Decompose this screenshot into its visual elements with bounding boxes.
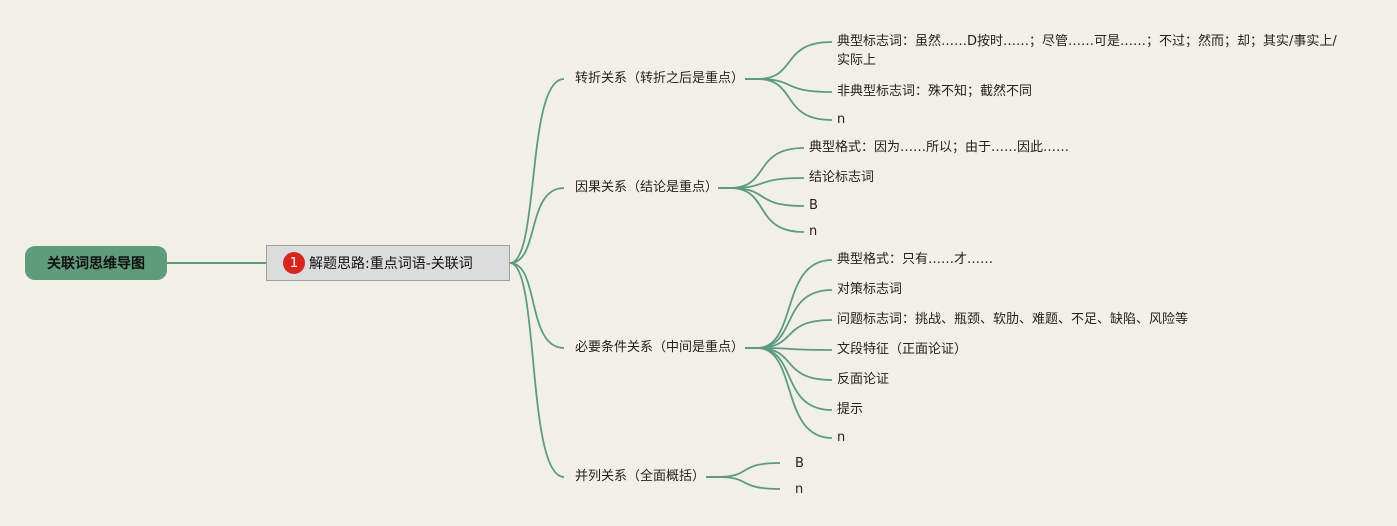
- leaf-connector: [729, 187, 805, 207]
- leaf-connector: [729, 187, 805, 233]
- leaf-n[interactable]: n: [809, 224, 818, 239]
- branch-connector: [509, 78, 565, 264]
- root-topic-label: 关联词思维导图: [47, 256, 145, 272]
- leaf-b[interactable]: B: [795, 456, 804, 471]
- branch-connector: [509, 262, 565, 349]
- leaf-paragraph-features[interactable]: 文段特征（正面论证）: [837, 342, 968, 357]
- leaf-connector: [756, 41, 833, 80]
- main-topic-label: 解题思路:重点词语-关联词: [309, 256, 473, 272]
- priority-1-icon: 1: [283, 252, 305, 274]
- leaf-connector: [717, 476, 781, 490]
- leaf-connector: [756, 347, 833, 351]
- branch-necessary-condition[interactable]: 必要条件关系（中间是重点）: [575, 340, 745, 355]
- leaf-n[interactable]: n: [837, 112, 846, 127]
- leaf-conclusion-markers[interactable]: 结论标志词: [809, 170, 875, 185]
- leaf-connector: [717, 462, 781, 478]
- branch-causal[interactable]: 因果关系（结论是重点）: [575, 180, 719, 195]
- root-topic[interactable]: 关联词思维导图: [25, 246, 167, 280]
- branch-adversative[interactable]: 转折关系（转折之后是重点）: [575, 71, 745, 86]
- leaf-n[interactable]: n: [795, 482, 804, 497]
- leaf-n[interactable]: n: [837, 430, 846, 445]
- leaf-problem-markers[interactable]: 问题标志词：挑战、瓶颈、软肋、难题、不足、缺陷、风险等: [837, 312, 1189, 327]
- leaf-connector: [756, 347, 833, 439]
- leaf-connector: [756, 78, 833, 121]
- leaf-typical-format[interactable]: 典型格式：只有……才……: [837, 252, 994, 267]
- leaf-connector: [756, 319, 833, 349]
- leaf-typical-format[interactable]: 典型格式：因为……所以；由于……因此……: [809, 140, 1070, 155]
- branch-connector: [509, 262, 565, 478]
- branch-connector: [509, 187, 565, 264]
- leaf-connector: [756, 259, 833, 349]
- leaf-connector: [729, 147, 805, 189]
- main-topic[interactable]: 1 解题思路:重点词语-关联词: [266, 245, 510, 281]
- leaf-atypical-markers[interactable]: 非典型标志词：殊不知；截然不同: [837, 84, 1033, 99]
- leaf-b[interactable]: B: [809, 198, 818, 213]
- leaf-connector: [756, 347, 833, 381]
- leaf-counter-argument[interactable]: 反面论证: [837, 372, 890, 387]
- leaf-connector: [756, 289, 833, 349]
- branch-parallel[interactable]: 并列关系（全面概括）: [575, 469, 706, 484]
- leaf-typical-markers[interactable]: 典型标志词：虽然……D按时……；尽管……可是……；不过；然而；却；其实/事实上/…: [837, 34, 1337, 68]
- leaf-countermeasure-markers[interactable]: 对策标志词: [837, 282, 903, 297]
- leaf-hint[interactable]: 提示: [837, 402, 864, 417]
